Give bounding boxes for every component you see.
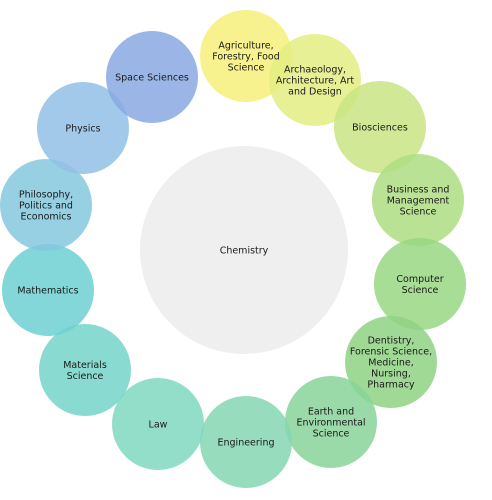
subject-label-line: Philosophy,	[19, 190, 73, 201]
subject-circle	[200, 10, 292, 102]
subject-label-line: Archaeology,	[284, 65, 346, 76]
subject-label-line: Forestry, Food	[212, 52, 280, 63]
subject-label-line: Earth and	[308, 407, 354, 418]
subject-label: Space Sciences	[115, 73, 189, 84]
subject-label: Law	[149, 420, 168, 431]
subject-circle	[372, 154, 464, 246]
subject-circle	[2, 244, 94, 336]
subject-circle	[106, 31, 198, 123]
subject-label-line: Business and	[387, 185, 450, 196]
subject-label: Mathematics	[17, 286, 78, 297]
subject-circle	[374, 238, 466, 330]
subject-circle	[334, 81, 426, 173]
subject-circle	[269, 34, 361, 126]
subject-label-line: Architecture, Art	[276, 76, 355, 87]
subject-label-line: Management	[387, 196, 450, 207]
subject-label-line: Materials	[63, 360, 107, 371]
subject-label: Engineering	[218, 438, 275, 449]
subject-circle	[39, 324, 131, 416]
subject-label-line: Medicine,	[368, 358, 413, 369]
subject-circle	[112, 378, 204, 470]
subject-label-line: Science	[228, 63, 265, 74]
subject-label-line: Forensic Science,	[350, 347, 432, 358]
subject-circle	[37, 82, 129, 174]
subject-label-line: Science	[67, 371, 104, 382]
subject-label-line: Agriculture,	[218, 41, 273, 52]
subject-label: Physics	[65, 124, 100, 135]
subject-label-line: Computer	[396, 274, 443, 285]
subject-label-line: Dentistry,	[368, 336, 415, 347]
subject-circle	[200, 396, 292, 488]
subject-label-line: Science	[313, 429, 350, 440]
subject-label: Dentistry,Forensic Science,Medicine,Nurs…	[350, 336, 432, 391]
subject-label-line: Space Sciences	[115, 73, 189, 84]
subject-label-line: Pharmacy	[367, 380, 415, 391]
subject-label-line: Physics	[65, 124, 100, 135]
subject-label-line: Science	[402, 285, 439, 296]
center-label-line: Chemistry	[220, 246, 269, 257]
subject-circle	[0, 159, 92, 251]
center-label: Chemistry	[220, 246, 269, 257]
subject-label-line: and Design	[288, 87, 342, 98]
subject-label-line: Biosciences	[352, 123, 408, 134]
subject-circle	[345, 316, 437, 408]
subject-label-line: Science	[400, 207, 437, 218]
center-circle	[140, 146, 348, 354]
subject-label: Biosciences	[352, 123, 408, 134]
subject-label-line: Politics and	[19, 201, 73, 212]
subject-circle	[285, 376, 377, 468]
subject-label-line: Economics	[21, 212, 72, 223]
subject-label-line: Nursing,	[371, 369, 411, 380]
subject-label-line: Mathematics	[17, 286, 78, 297]
subject-label-line: Law	[149, 420, 168, 431]
subject-label-line: Engineering	[218, 438, 275, 449]
subject-label-line: Environmental	[296, 418, 365, 429]
